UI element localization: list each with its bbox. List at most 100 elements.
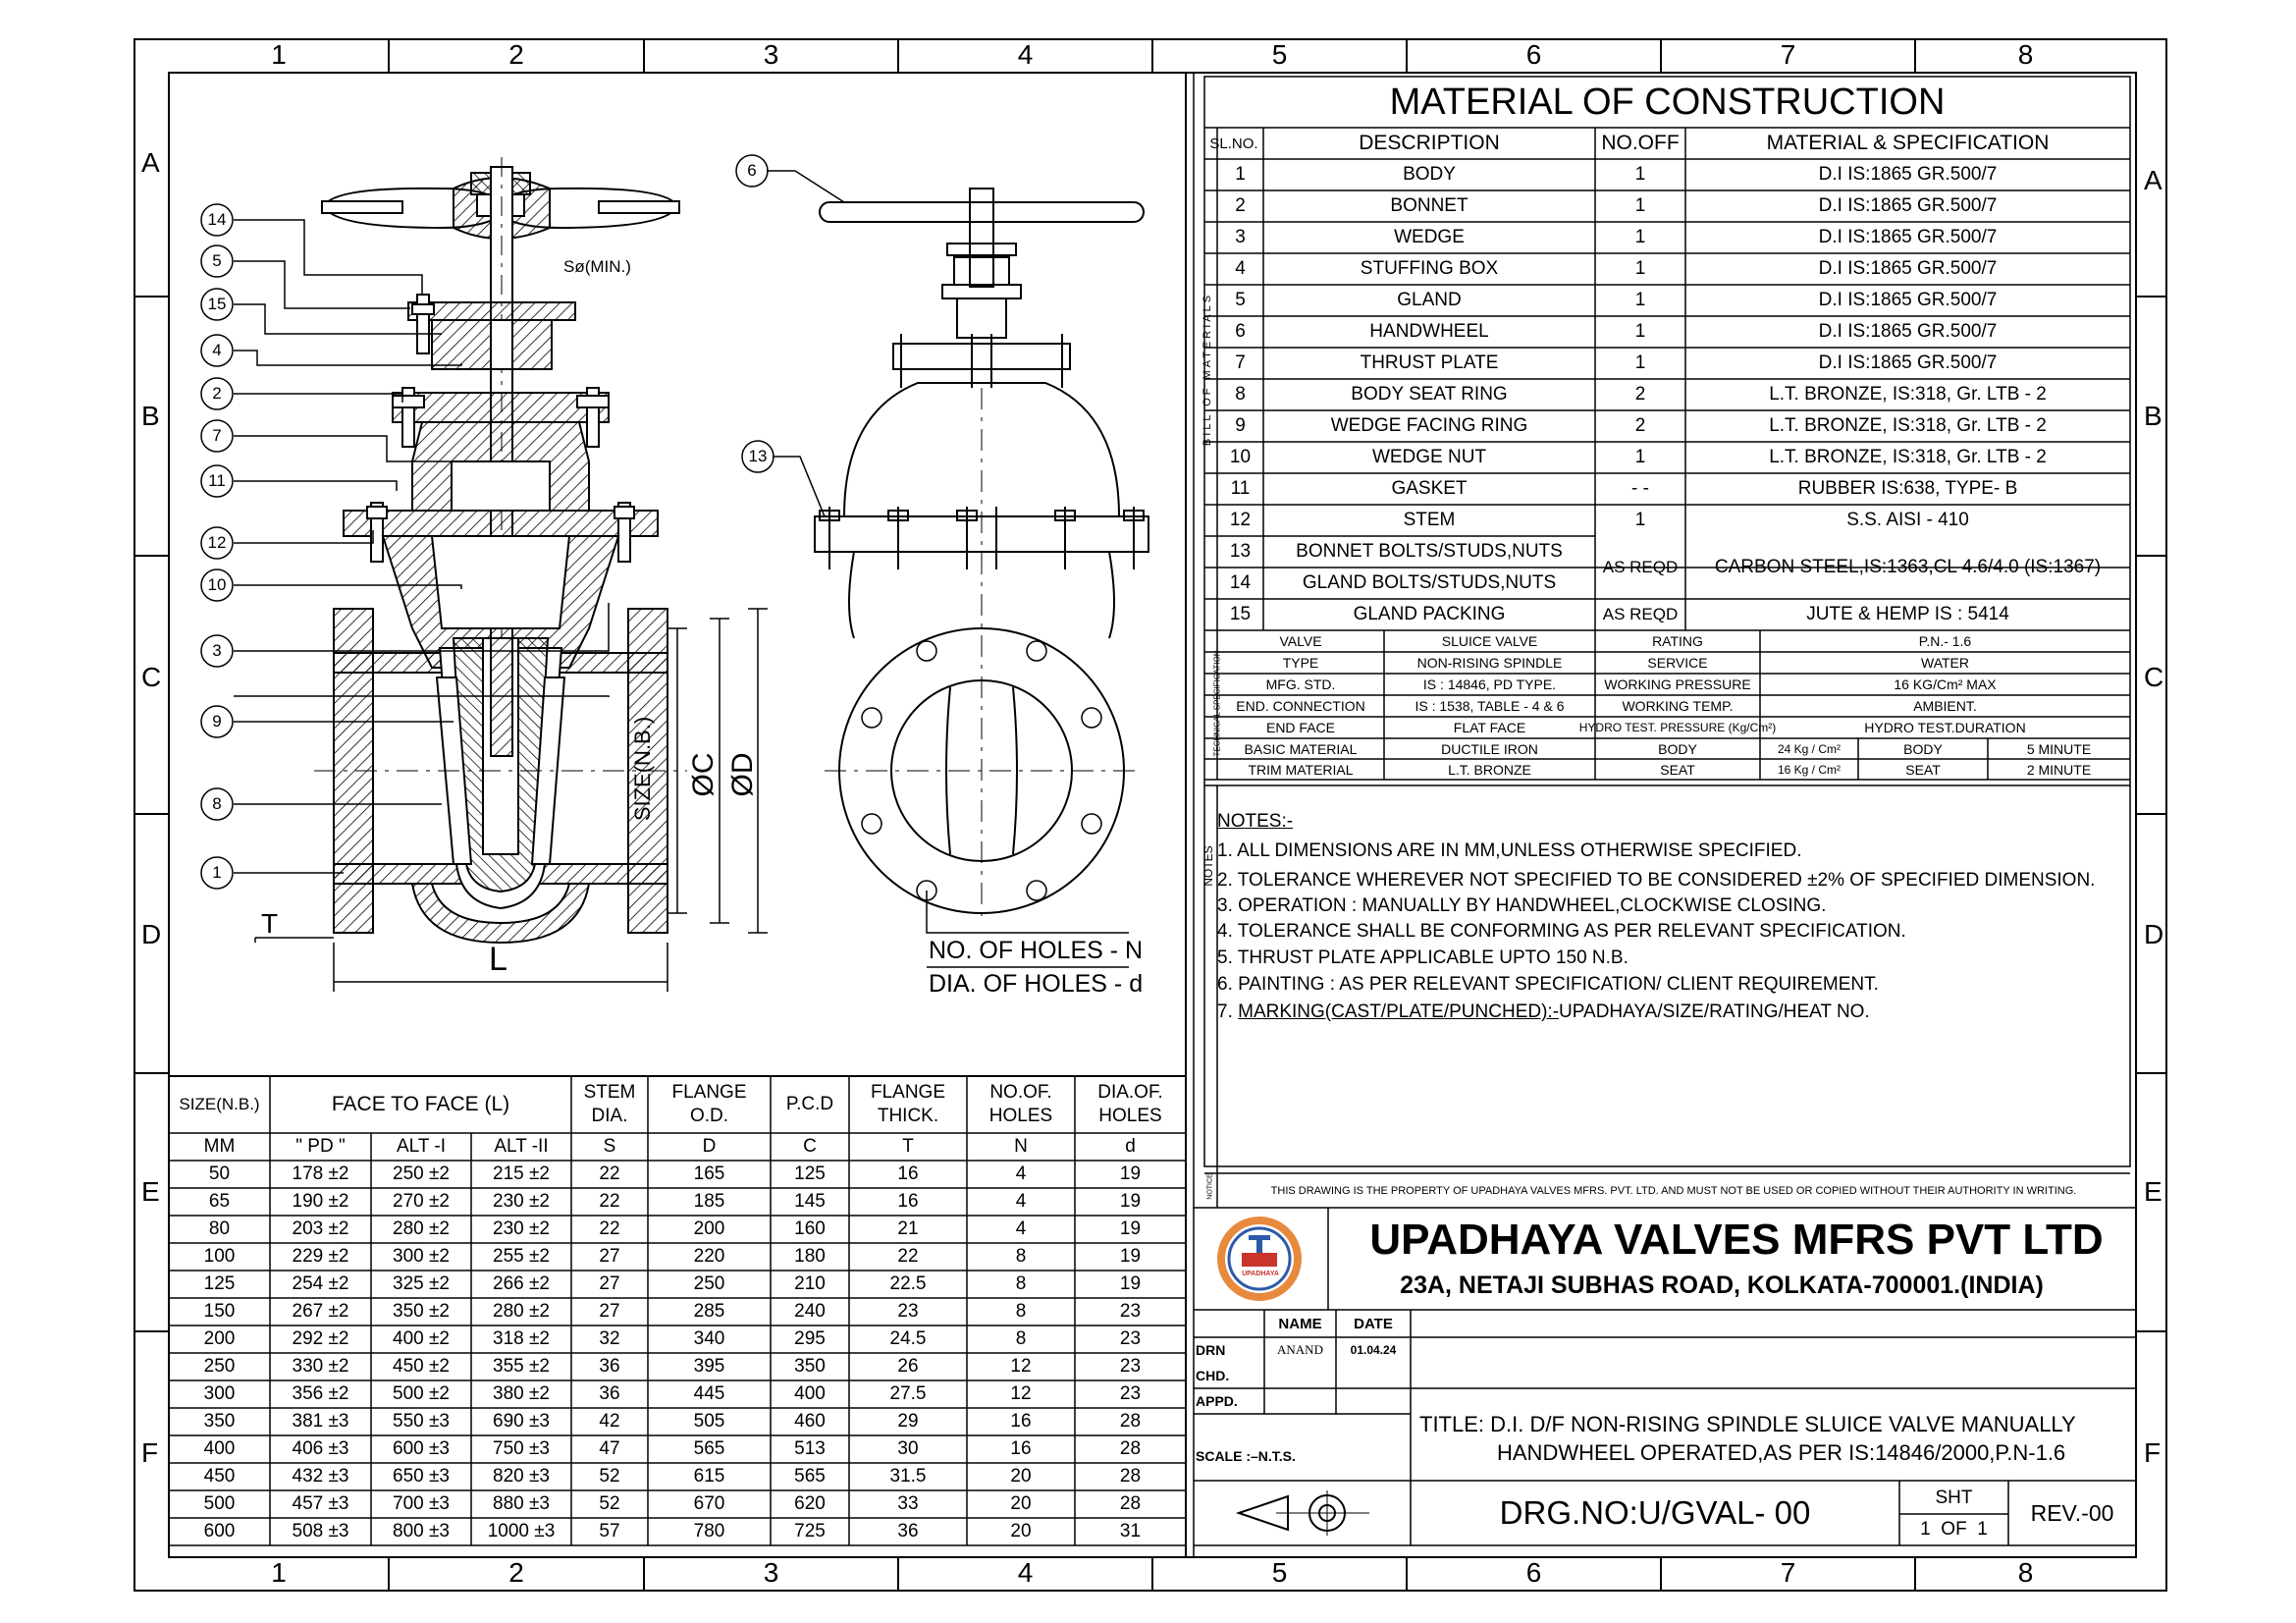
moc-material: D.I IS:1865 GR.500/7 xyxy=(1818,195,1998,216)
note-2: 2. TOLERANCE WHEREVER NOT SPECIFIED TO B… xyxy=(1217,870,2096,891)
dims-subheader: D xyxy=(702,1136,717,1157)
bom-side-label: BILL OF MATERIALS xyxy=(1201,292,1213,447)
balloon-5: 5 xyxy=(212,251,222,270)
balloon-3: 3 xyxy=(212,641,222,660)
moc-material: D.I IS:1865 GR.500/7 xyxy=(1818,352,1998,373)
zone-col-7: 7 xyxy=(1780,1557,1796,1588)
tech-cell: WORKING TEMP. xyxy=(1622,698,1734,714)
dims-cell: 400 ±2 xyxy=(393,1328,450,1349)
dims-subheader: ALT -II xyxy=(494,1136,549,1157)
dims-cell: 65 xyxy=(208,1191,231,1212)
dims-cell: 27 xyxy=(599,1246,620,1267)
dims-cell: 4 xyxy=(1015,1191,1027,1212)
moc-material: D.I IS:1865 GR.500/7 xyxy=(1818,164,1998,185)
moc-sl: 11 xyxy=(1230,478,1251,499)
dims-cell: 28 xyxy=(1119,1411,1142,1432)
tech-cell: MFG. STD. xyxy=(1265,676,1336,692)
dims-cell: 22.5 xyxy=(889,1273,927,1294)
moc-title: MATERIAL OF CONSTRUCTION xyxy=(1389,81,1946,123)
zone-col-6: 6 xyxy=(1525,39,1542,70)
tech-cell: END FACE xyxy=(1265,720,1335,735)
dims-cell: 19 xyxy=(1119,1191,1142,1212)
dims-h-flt: FLANGE THICK. xyxy=(870,1082,946,1126)
dims-cell: 615 xyxy=(693,1466,725,1487)
balloon-4: 4 xyxy=(212,341,222,359)
dims-cell: 23 xyxy=(1119,1383,1142,1404)
moc-desc: WEDGE xyxy=(1394,227,1465,247)
dims-cell: 880 ±3 xyxy=(493,1493,550,1514)
dims-cell: 185 xyxy=(693,1191,725,1212)
dims-cell: 780 xyxy=(693,1521,725,1542)
dims-cell: 23 xyxy=(1119,1356,1142,1377)
dims-cell: 250 xyxy=(203,1356,236,1377)
dims-cell: 36 xyxy=(599,1383,620,1404)
tech-cell: VALVE xyxy=(1279,633,1322,649)
dims-cell: 29 xyxy=(897,1411,919,1432)
t-label: T xyxy=(261,908,279,939)
dims-h-noh: NO.OF. HOLES xyxy=(988,1082,1053,1126)
zone-col-3: 3 xyxy=(763,39,779,70)
moc-sl: 14 xyxy=(1229,572,1252,593)
dims-cell: 24.5 xyxy=(889,1328,927,1349)
scale-label: SCALE :–N.T.S. xyxy=(1196,1448,1296,1464)
dims-cell: 250 xyxy=(693,1273,725,1294)
moc-desc: WEDGE NUT xyxy=(1371,447,1487,467)
dims-cell: 513 xyxy=(794,1438,826,1459)
dims-cell: 254 ±2 xyxy=(292,1273,349,1294)
dims-cell: 16 xyxy=(897,1191,919,1212)
tech-cell: NON-RISING SPINDLE xyxy=(1416,655,1563,671)
moc-qty: AS REQD xyxy=(1602,558,1679,576)
dims-cell: 215 ±2 xyxy=(493,1163,550,1184)
dims-cell: 36 xyxy=(897,1521,919,1542)
dims-cell: 125 xyxy=(203,1273,236,1294)
dims-cell: 267 ±2 xyxy=(292,1301,349,1322)
zone-col-4: 4 xyxy=(1017,39,1034,70)
dims-cell: 19 xyxy=(1119,1218,1142,1239)
dims-cell: 450 xyxy=(203,1466,236,1487)
tech-cell: SEAT xyxy=(1660,761,1695,778)
moc-material: D.I IS:1865 GR.500/7 xyxy=(1818,227,1998,247)
dims-cell: 16 xyxy=(1010,1438,1032,1459)
notes-side-label: NOTES xyxy=(1201,845,1215,887)
dims-cell: 20 xyxy=(1010,1521,1032,1542)
tech-cell: RATING xyxy=(1652,633,1703,649)
dims-cell: 125 xyxy=(794,1163,826,1184)
zone-row-f: F xyxy=(2144,1437,2162,1468)
dims-cell: 500 xyxy=(203,1493,236,1514)
zone-row-d: D xyxy=(141,919,162,949)
moc-desc: THRUST PLATE xyxy=(1360,352,1499,373)
zone-row-d: D xyxy=(2144,919,2164,949)
tech-cell: FLAT FACE xyxy=(1453,720,1526,735)
balloon-10: 10 xyxy=(207,575,227,594)
dims-h-flod: FLANGE O.D. xyxy=(671,1082,747,1126)
dims-cell: 460 xyxy=(794,1411,826,1432)
dims-cell: 22 xyxy=(897,1246,919,1267)
dims-cell: 285 xyxy=(693,1301,725,1322)
moc-qty: 1 xyxy=(1634,164,1646,185)
moc-header-sl: SL.NO. xyxy=(1209,135,1258,152)
moc-desc: GLAND BOLTS/STUDS,NUTS xyxy=(1302,572,1557,593)
sectional-view xyxy=(314,157,687,945)
zone-row-b: B xyxy=(141,401,160,431)
dims-cell: 165 xyxy=(693,1163,725,1184)
moc-qty: 2 xyxy=(1634,415,1646,436)
sheet-label: SHT xyxy=(1935,1488,1973,1508)
moc-desc: WEDGE FACING RING xyxy=(1330,415,1528,436)
dims-h-doh: DIA.OF. HOLES xyxy=(1097,1082,1163,1126)
moc-qty: 1 xyxy=(1634,447,1646,467)
drn-date: 01.04.24 xyxy=(1350,1343,1397,1357)
drawing-title-line2: HANDWHEEL OPERATED,AS PER IS:14846/2000,… xyxy=(1497,1440,2066,1465)
name-header: NAME xyxy=(1278,1315,1322,1332)
moc-qty: 1 xyxy=(1634,321,1646,342)
dims-cell: 26 xyxy=(897,1356,919,1377)
zone-col-5: 5 xyxy=(1271,39,1288,70)
dims-subheader: T xyxy=(902,1136,914,1157)
tech-cell: 2 MINUTE xyxy=(2026,761,2092,778)
moc-material: RUBBER IS:638, TYPE- B xyxy=(1797,478,2018,499)
dims-cell: 8 xyxy=(1015,1301,1027,1322)
tech-cell: WATER xyxy=(1921,655,1969,671)
tech-cell: 24 Kg / Cm² xyxy=(1777,741,1842,756)
dims-cell: 750 ±3 xyxy=(493,1438,550,1459)
zone-row-c: C xyxy=(2144,662,2164,692)
dims-cell: 400 xyxy=(794,1383,826,1404)
